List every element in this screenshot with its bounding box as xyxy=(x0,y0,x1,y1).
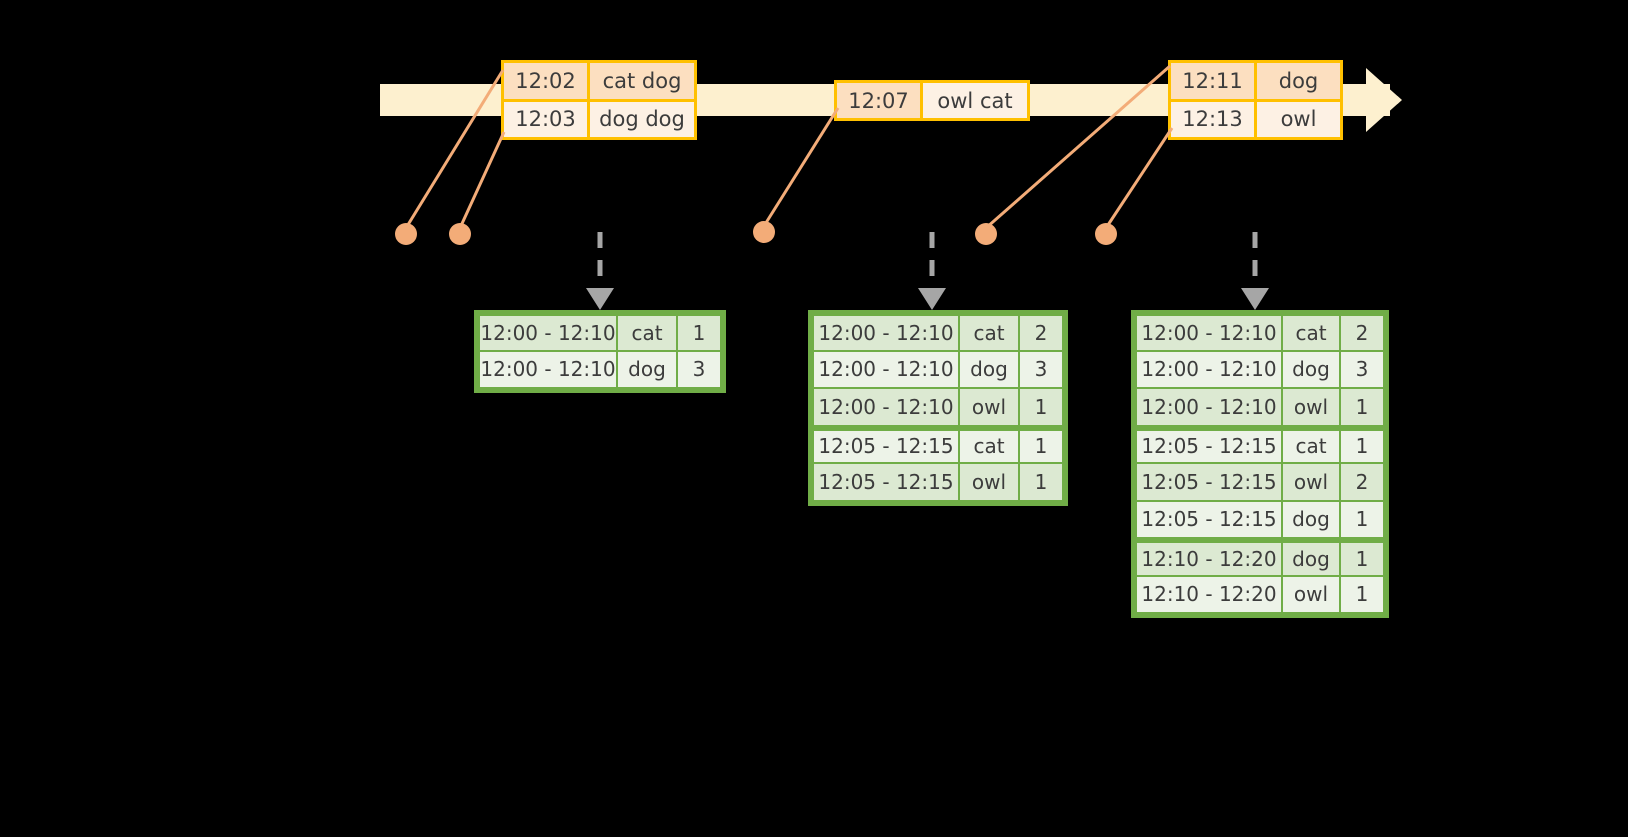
count-cell: 3 xyxy=(1341,351,1385,389)
table-row: 12:05 - 12:15 cat 1 xyxy=(1135,426,1385,464)
event-words: cat dog xyxy=(590,63,694,99)
count-cell: 2 xyxy=(1341,464,1385,502)
table-row: 12:05 - 12:15 owl 2 xyxy=(1135,464,1385,502)
event-dot-3 xyxy=(753,221,775,243)
leader-line-3 xyxy=(762,107,840,227)
word-cell: dog xyxy=(618,351,678,389)
table-row: 12:00 - 12:10 cat 2 xyxy=(1135,314,1385,352)
table-row: 12:00 - 12:10 dog 3 xyxy=(1135,351,1385,389)
event-time: 12:13 xyxy=(1171,101,1257,137)
window-cell: 12:10 - 12:20 xyxy=(1135,576,1283,614)
result-table-2[interactable]: 12:00 - 12:10 cat 2 12:00 - 12:10 dog 3 … xyxy=(808,310,1068,506)
window-cell: 12:00 - 12:10 xyxy=(1135,351,1283,389)
event-time: 12:02 xyxy=(504,63,590,99)
table-row: 12:00 - 12:10 owl 1 xyxy=(1135,389,1385,427)
word-cell: cat xyxy=(1283,426,1341,464)
count-cell: 1 xyxy=(1341,539,1385,577)
table-row: 12:05 - 12:15 dog 1 xyxy=(1135,501,1385,539)
count-cell: 1 xyxy=(1341,389,1385,427)
window-cell: 12:05 - 12:15 xyxy=(812,426,960,464)
count-cell: 1 xyxy=(1341,576,1385,614)
window-cell: 12:00 - 12:10 xyxy=(812,351,960,389)
count-cell: 1 xyxy=(1020,389,1064,427)
window-cell: 12:05 - 12:15 xyxy=(1135,501,1283,539)
event-words: dog dog xyxy=(590,101,694,137)
count-cell: 1 xyxy=(1020,426,1064,464)
window-cell: 12:00 - 12:10 xyxy=(1135,314,1283,352)
event-row: 12:02 cat dog xyxy=(504,63,694,99)
table-row: 12:00 - 12:10 cat 2 xyxy=(812,314,1064,352)
count-cell: 3 xyxy=(1020,351,1064,389)
count-cell: 3 xyxy=(678,351,722,389)
count-cell: 2 xyxy=(1341,314,1385,352)
word-cell: dog xyxy=(1283,539,1341,577)
event-words: owl xyxy=(1257,101,1340,137)
word-cell: owl xyxy=(1283,576,1341,614)
event-box-2[interactable]: 12:07 owl cat xyxy=(834,80,1030,121)
word-cell: cat xyxy=(618,314,678,352)
event-words: owl cat xyxy=(923,83,1027,118)
right-arrow-icon xyxy=(1366,68,1402,132)
window-cell: 12:00 - 12:10 xyxy=(812,314,960,352)
event-row: 12:13 owl xyxy=(1171,98,1340,137)
event-box-3[interactable]: 12:11 dog 12:13 owl xyxy=(1168,60,1343,140)
count-cell: 1 xyxy=(1341,426,1385,464)
table-row: 12:05 - 12:15 owl 1 xyxy=(812,464,1064,502)
word-cell: owl xyxy=(1283,389,1341,427)
count-cell: 1 xyxy=(1341,501,1385,539)
event-time: 12:07 xyxy=(837,83,923,118)
dashed-arrow-head-3 xyxy=(1241,288,1269,310)
word-cell: owl xyxy=(960,464,1020,502)
dashed-arrow-head-1 xyxy=(586,288,614,310)
word-cell: owl xyxy=(960,389,1020,427)
table-row: 12:00 - 12:10 cat 1 xyxy=(478,314,722,352)
table-row: 12:05 - 12:15 cat 1 xyxy=(812,426,1064,464)
word-cell: cat xyxy=(960,426,1020,464)
table-row: 12:10 - 12:20 owl 1 xyxy=(1135,576,1385,614)
event-row: 12:11 dog xyxy=(1171,63,1340,99)
result-table-1[interactable]: 12:00 - 12:10 cat 1 12:00 - 12:10 dog 3 xyxy=(474,310,726,393)
word-cell: cat xyxy=(1283,314,1341,352)
event-row: 12:07 owl cat xyxy=(837,83,1027,118)
event-box-1[interactable]: 12:02 cat dog 12:03 dog dog xyxy=(501,60,697,140)
count-cell: 1 xyxy=(1020,464,1064,502)
window-cell: 12:00 - 12:10 xyxy=(1135,389,1283,427)
table-row: 12:00 - 12:10 owl 1 xyxy=(812,389,1064,427)
result-table-3[interactable]: 12:00 - 12:10 cat 2 12:00 - 12:10 dog 3 … xyxy=(1131,310,1389,618)
window-cell: 12:10 - 12:20 xyxy=(1135,539,1283,577)
table-row: 12:10 - 12:20 dog 1 xyxy=(1135,539,1385,577)
word-cell: cat xyxy=(960,314,1020,352)
table-row: 12:00 - 12:10 dog 3 xyxy=(812,351,1064,389)
leader-line-5 xyxy=(1104,127,1174,229)
event-time: 12:11 xyxy=(1171,63,1257,99)
window-cell: 12:00 - 12:10 xyxy=(478,314,618,352)
event-dot-4 xyxy=(975,223,997,245)
window-cell: 12:05 - 12:15 xyxy=(812,464,960,502)
count-cell: 1 xyxy=(678,314,722,352)
word-cell: owl xyxy=(1283,464,1341,502)
event-words: dog xyxy=(1257,63,1340,99)
window-cell: 12:00 - 12:10 xyxy=(478,351,618,389)
word-cell: dog xyxy=(1283,351,1341,389)
window-cell: 12:05 - 12:15 xyxy=(1135,426,1283,464)
event-dot-1 xyxy=(395,223,417,245)
event-dot-5 xyxy=(1095,223,1117,245)
word-cell: dog xyxy=(1283,501,1341,539)
table-row: 12:00 - 12:10 dog 3 xyxy=(478,351,722,389)
word-cell: dog xyxy=(960,351,1020,389)
count-cell: 2 xyxy=(1020,314,1064,352)
event-dot-2 xyxy=(449,223,471,245)
dashed-arrow-head-2 xyxy=(918,288,946,310)
window-cell: 12:00 - 12:10 xyxy=(812,389,960,427)
event-time: 12:03 xyxy=(504,101,590,137)
window-cell: 12:05 - 12:15 xyxy=(1135,464,1283,502)
leader-line-2 xyxy=(458,131,506,229)
event-row: 12:03 dog dog xyxy=(504,98,694,137)
